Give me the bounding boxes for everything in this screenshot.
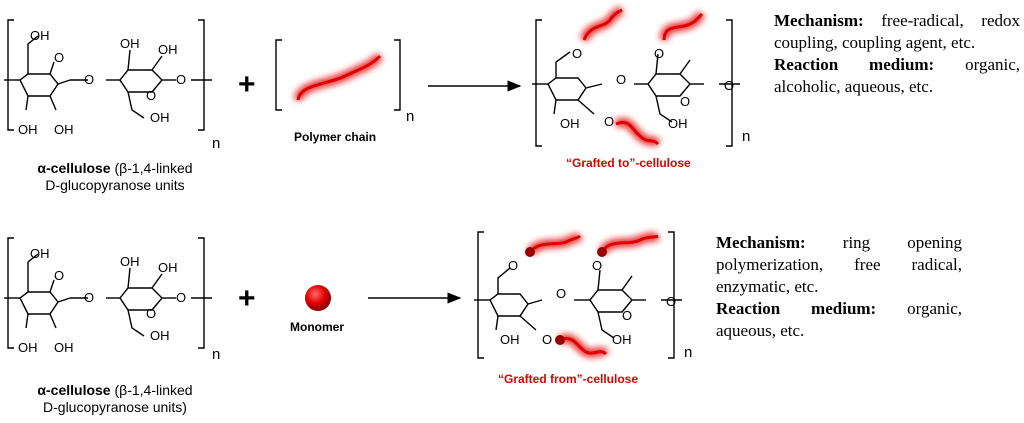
reactant-desc: (β-1,4-linked	[110, 382, 193, 398]
atom-label: OH	[150, 328, 170, 343]
row2-cellulose-structure: OH O OH OH O OH OH O OH O	[3, 237, 213, 355]
atom-label: OH	[120, 254, 140, 269]
atom-label: O	[666, 294, 676, 309]
atom-label: OH	[120, 36, 140, 51]
medium-body: organic, aqueous, etc.	[716, 299, 963, 340]
atom-label: OH	[18, 122, 38, 137]
atom-label: O	[176, 72, 186, 87]
atom-label: OH	[158, 42, 178, 57]
atom-label: O	[592, 258, 602, 273]
atom-label: OH	[30, 28, 50, 43]
atom-label: O	[572, 46, 582, 61]
repeat-n-label: n	[406, 108, 415, 125]
repeat-n-label: n	[212, 346, 221, 363]
row2-reactant-caption: α-cellulose (β-1,4-linked D-glucopyranos…	[10, 382, 220, 416]
grafted-chain	[614, 118, 662, 148]
atom-label: OH	[54, 340, 74, 355]
grafted-to-label: “Grafted to”-cellulose	[566, 156, 691, 170]
atom-label: OH	[612, 332, 632, 347]
medium-title: Reaction medium:	[774, 55, 935, 74]
monomer-sphere	[305, 285, 331, 311]
mechanism-title: Mechanism:	[716, 233, 806, 252]
row1-cellulose-structure: OH OH O OH OH O OH OH O OH O	[3, 19, 213, 137]
reactant-desc: (β-1,4-linked	[110, 160, 193, 176]
atom-label: OH	[158, 260, 178, 275]
grafted-chain	[555, 334, 610, 358]
mechanism-body: ring opening polymerization, free radica…	[716, 233, 962, 296]
atom-label: OH	[500, 332, 520, 347]
plus-sign: +	[238, 68, 256, 101]
row2-mechanism-text: Mechanism: ring opening polymerization, …	[716, 232, 962, 342]
atom-label: O	[54, 268, 64, 283]
grafted-from-label: “Grafted from”-cellulose	[498, 372, 639, 386]
atom-label: O	[176, 290, 186, 305]
grafted-chain	[659, 10, 706, 41]
atom-label: OH	[668, 116, 688, 131]
monomer-label: Monomer	[290, 320, 344, 334]
atom-label: O	[146, 88, 156, 103]
plus-sign: +	[238, 282, 256, 315]
medium-title: Reaction medium:	[716, 299, 877, 318]
atom-label: O	[54, 50, 64, 65]
atom-label: O	[622, 308, 632, 323]
mechanism-title: Mechanism:	[774, 11, 864, 30]
repeat-n-label: n	[742, 128, 751, 145]
repeat-n-label: n	[212, 135, 221, 152]
atom-label: O	[84, 72, 94, 87]
atom-label: O	[616, 72, 626, 87]
row2-grafted-from-product: O O O O O O OH OH	[474, 231, 682, 359]
atom-label: OH	[54, 122, 74, 137]
grafted-chain	[579, 5, 625, 42]
atom-label: OH	[560, 116, 580, 131]
atom-label: O	[680, 94, 690, 109]
atom-label: O	[542, 332, 552, 347]
atom-label: OH	[150, 110, 170, 125]
atom-label: O	[604, 114, 614, 129]
atom-label: O	[654, 46, 664, 61]
reactant-desc-line2: D-glucopyranose units	[45, 177, 185, 193]
row1-reactant-caption: α-cellulose (β-1,4-linked D-glucopyranos…	[10, 160, 220, 194]
medium-body: organic, alcoholic, aqueous, etc.	[774, 55, 1021, 96]
grafted-chain	[525, 232, 584, 257]
grafted-chain	[597, 231, 661, 257]
atom-label: O	[84, 290, 94, 305]
atom-label: OH	[18, 340, 38, 355]
row1-mechanism-text: Mechanism: free-radical, redox coupling,…	[774, 10, 1020, 98]
row1-polymer-chain	[275, 39, 401, 111]
reactant-name: α-cellulose	[37, 160, 111, 176]
reactant-desc-line2: D-glucopyranose units)	[43, 399, 187, 415]
atom-label: O	[146, 306, 156, 321]
reactant-name: α-cellulose	[37, 382, 111, 398]
row1-grafted-to-product: O O O O O O OH OH	[532, 5, 740, 148]
atom-label: O	[724, 78, 734, 93]
atom-label: O	[556, 286, 566, 301]
atom-label: O	[508, 258, 518, 273]
polymer-chain-label: Polymer chain	[294, 130, 377, 144]
repeat-n-label: n	[684, 344, 693, 361]
mechanism-body: free-radical, redox coupling, coupling a…	[774, 11, 1020, 52]
atom-label: OH	[30, 246, 50, 261]
